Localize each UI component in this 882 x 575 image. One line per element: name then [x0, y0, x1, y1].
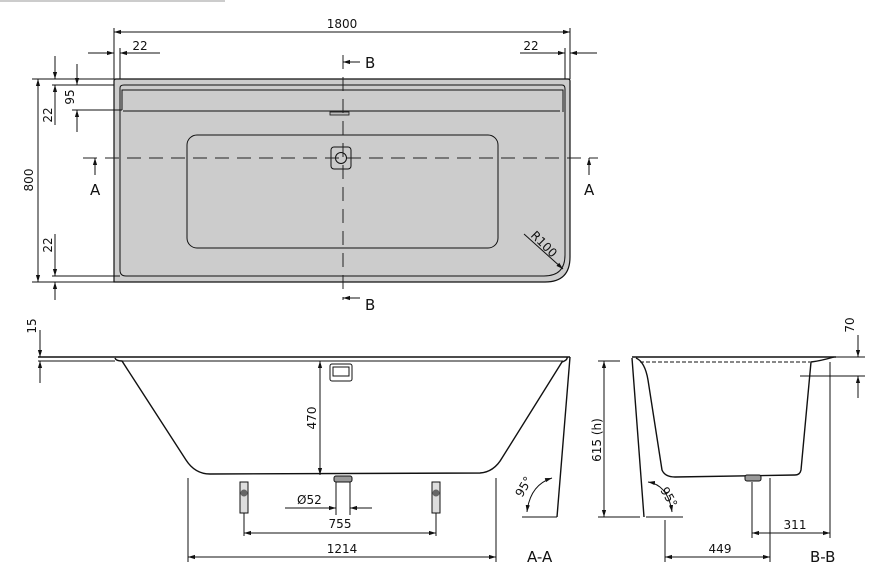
drain-icon — [333, 475, 353, 483]
foot-right-icon — [431, 481, 441, 514]
dim-height: 615 (h) — [590, 418, 604, 462]
section-b-label-top: B — [365, 54, 375, 72]
tub-inner-rim — [119, 84, 566, 277]
dim-depth: 470 — [305, 407, 319, 430]
dim-right-rim: 22 — [523, 39, 538, 53]
top-view: B B A A 1800 22 22 800 22 95 — [22, 17, 598, 314]
dim-rim-aa: 15 — [25, 318, 39, 333]
tub-profile-bb — [631, 356, 835, 518]
foot-left-icon — [239, 481, 249, 514]
section-a-label-right: A — [584, 181, 595, 199]
dim-width: 800 — [22, 169, 36, 192]
dim-base-aa: 1214 — [327, 542, 358, 556]
dim-top-rim: 22 — [41, 107, 55, 122]
drain-icon — [744, 474, 762, 482]
tub-outline — [113, 78, 571, 283]
section-b-label-bottom: B — [365, 296, 375, 314]
overflow-icon — [329, 111, 350, 116]
radius-leader — [523, 233, 564, 270]
section-bb: 615 (h) 70 311 449 95° B-B — [590, 317, 865, 566]
dim-drain-offset: 311 — [784, 518, 807, 532]
tub-profile-aa — [114, 356, 571, 518]
section-aa: 15 470 Ø52 755 1214 95° A-A — [25, 318, 571, 566]
section-aa-label: A-A — [527, 548, 553, 566]
dim-bottom-rim: 22 — [41, 237, 55, 252]
dim-feet: 755 — [329, 517, 352, 531]
overflow-icon — [329, 363, 353, 382]
dim-base-bb: 449 — [709, 542, 732, 556]
dim-left-rim: 22 — [132, 39, 147, 53]
dim-length: 1800 — [327, 17, 358, 31]
dim-ledge: 95 — [63, 89, 77, 104]
section-bb-label: B-B — [810, 548, 835, 566]
section-a-label-left: A — [90, 181, 101, 199]
dim-edge: 70 — [843, 317, 857, 332]
dim-drain: Ø52 — [297, 493, 322, 507]
